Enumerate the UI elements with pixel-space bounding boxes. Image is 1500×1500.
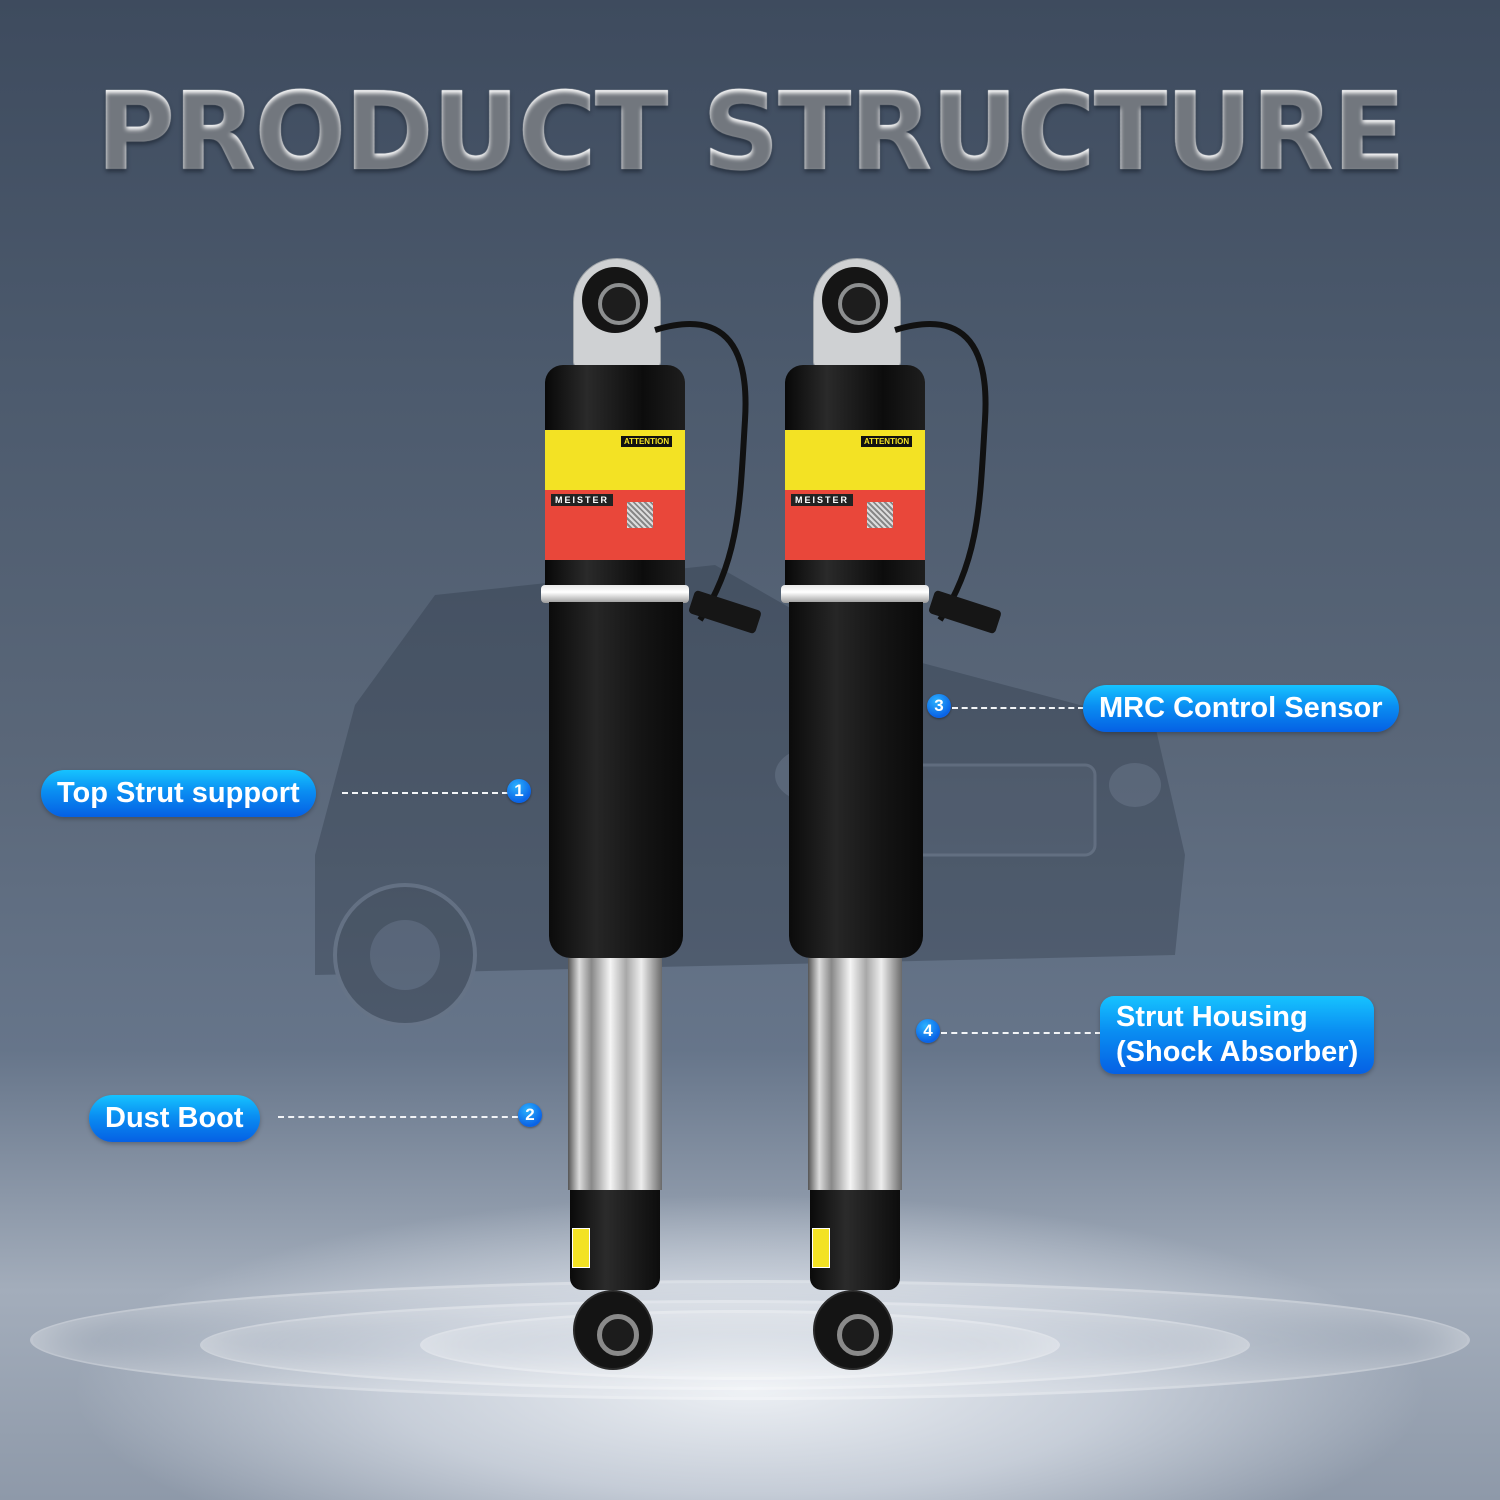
background-vehicle-image bbox=[315, 565, 1185, 1025]
sensor-cable-right bbox=[894, 321, 1001, 634]
floor-swirl bbox=[30, 1280, 1470, 1400]
sticker-brand-text: MEISTER bbox=[551, 494, 614, 506]
warning-sticker: ATTENTION MEISTER bbox=[545, 430, 685, 560]
page-title: PRODUCT STRUCTURE bbox=[0, 70, 1500, 195]
bottom-mount-eye bbox=[573, 1290, 653, 1370]
callout-label-mrc-control-sensor: MRC Control Sensor bbox=[1083, 685, 1399, 732]
callout-number-badge: 4 bbox=[916, 1019, 940, 1043]
lower-body bbox=[810, 1190, 900, 1290]
callout-leader-line bbox=[941, 1032, 1101, 1034]
sticker-brand-text: MEISTER bbox=[791, 494, 854, 506]
sticker-attention-text: ATTENTION bbox=[861, 436, 913, 447]
callout-number-badge: 2 bbox=[518, 1103, 542, 1127]
lower-body bbox=[570, 1190, 660, 1290]
callout-leader-line bbox=[342, 792, 508, 794]
floor-swirl bbox=[420, 1310, 1060, 1380]
callout-label-strut-housing: Strut Housing (Shock Absorber) bbox=[1100, 996, 1375, 1074]
dust-boot bbox=[789, 602, 923, 958]
dust-boot bbox=[549, 602, 683, 958]
chrome-ring bbox=[781, 585, 929, 603]
air-reservoir: ATTENTION MEISTER bbox=[545, 365, 685, 585]
chrome-ring bbox=[541, 585, 689, 603]
sensor-cable-left bbox=[654, 321, 761, 634]
sticker-attention-text: ATTENTION bbox=[621, 436, 673, 447]
callout-number-badge: 1 bbox=[507, 779, 531, 803]
callout-leader-line bbox=[278, 1116, 518, 1118]
air-strut-left: ATTENTION MEISTER bbox=[541, 258, 695, 958]
floor-swirl bbox=[200, 1300, 1250, 1390]
qr-code-icon bbox=[627, 502, 653, 528]
callout-label-line1: Strut Housing bbox=[1116, 1001, 1308, 1033]
strut-housing-rod bbox=[808, 958, 902, 1190]
strut-housing-rod bbox=[568, 958, 662, 1190]
warning-sticker: ATTENTION MEISTER bbox=[785, 430, 925, 560]
air-strut-right: ATTENTION MEISTER bbox=[781, 258, 935, 958]
callout-number-badge: 3 bbox=[927, 694, 951, 718]
callout-label-line2: (Shock Absorber) bbox=[1116, 1035, 1359, 1068]
bottom-mount-eye bbox=[813, 1290, 893, 1370]
callout-label-top-strut-support: Top Strut support bbox=[41, 770, 316, 817]
callout-leader-line bbox=[952, 707, 1084, 709]
callout-label-dust-boot: Dust Boot bbox=[89, 1095, 260, 1142]
top-mount-eye bbox=[813, 258, 901, 368]
qr-code-icon bbox=[867, 502, 893, 528]
air-reservoir: ATTENTION MEISTER bbox=[785, 365, 925, 585]
top-mount-eye bbox=[573, 258, 661, 368]
